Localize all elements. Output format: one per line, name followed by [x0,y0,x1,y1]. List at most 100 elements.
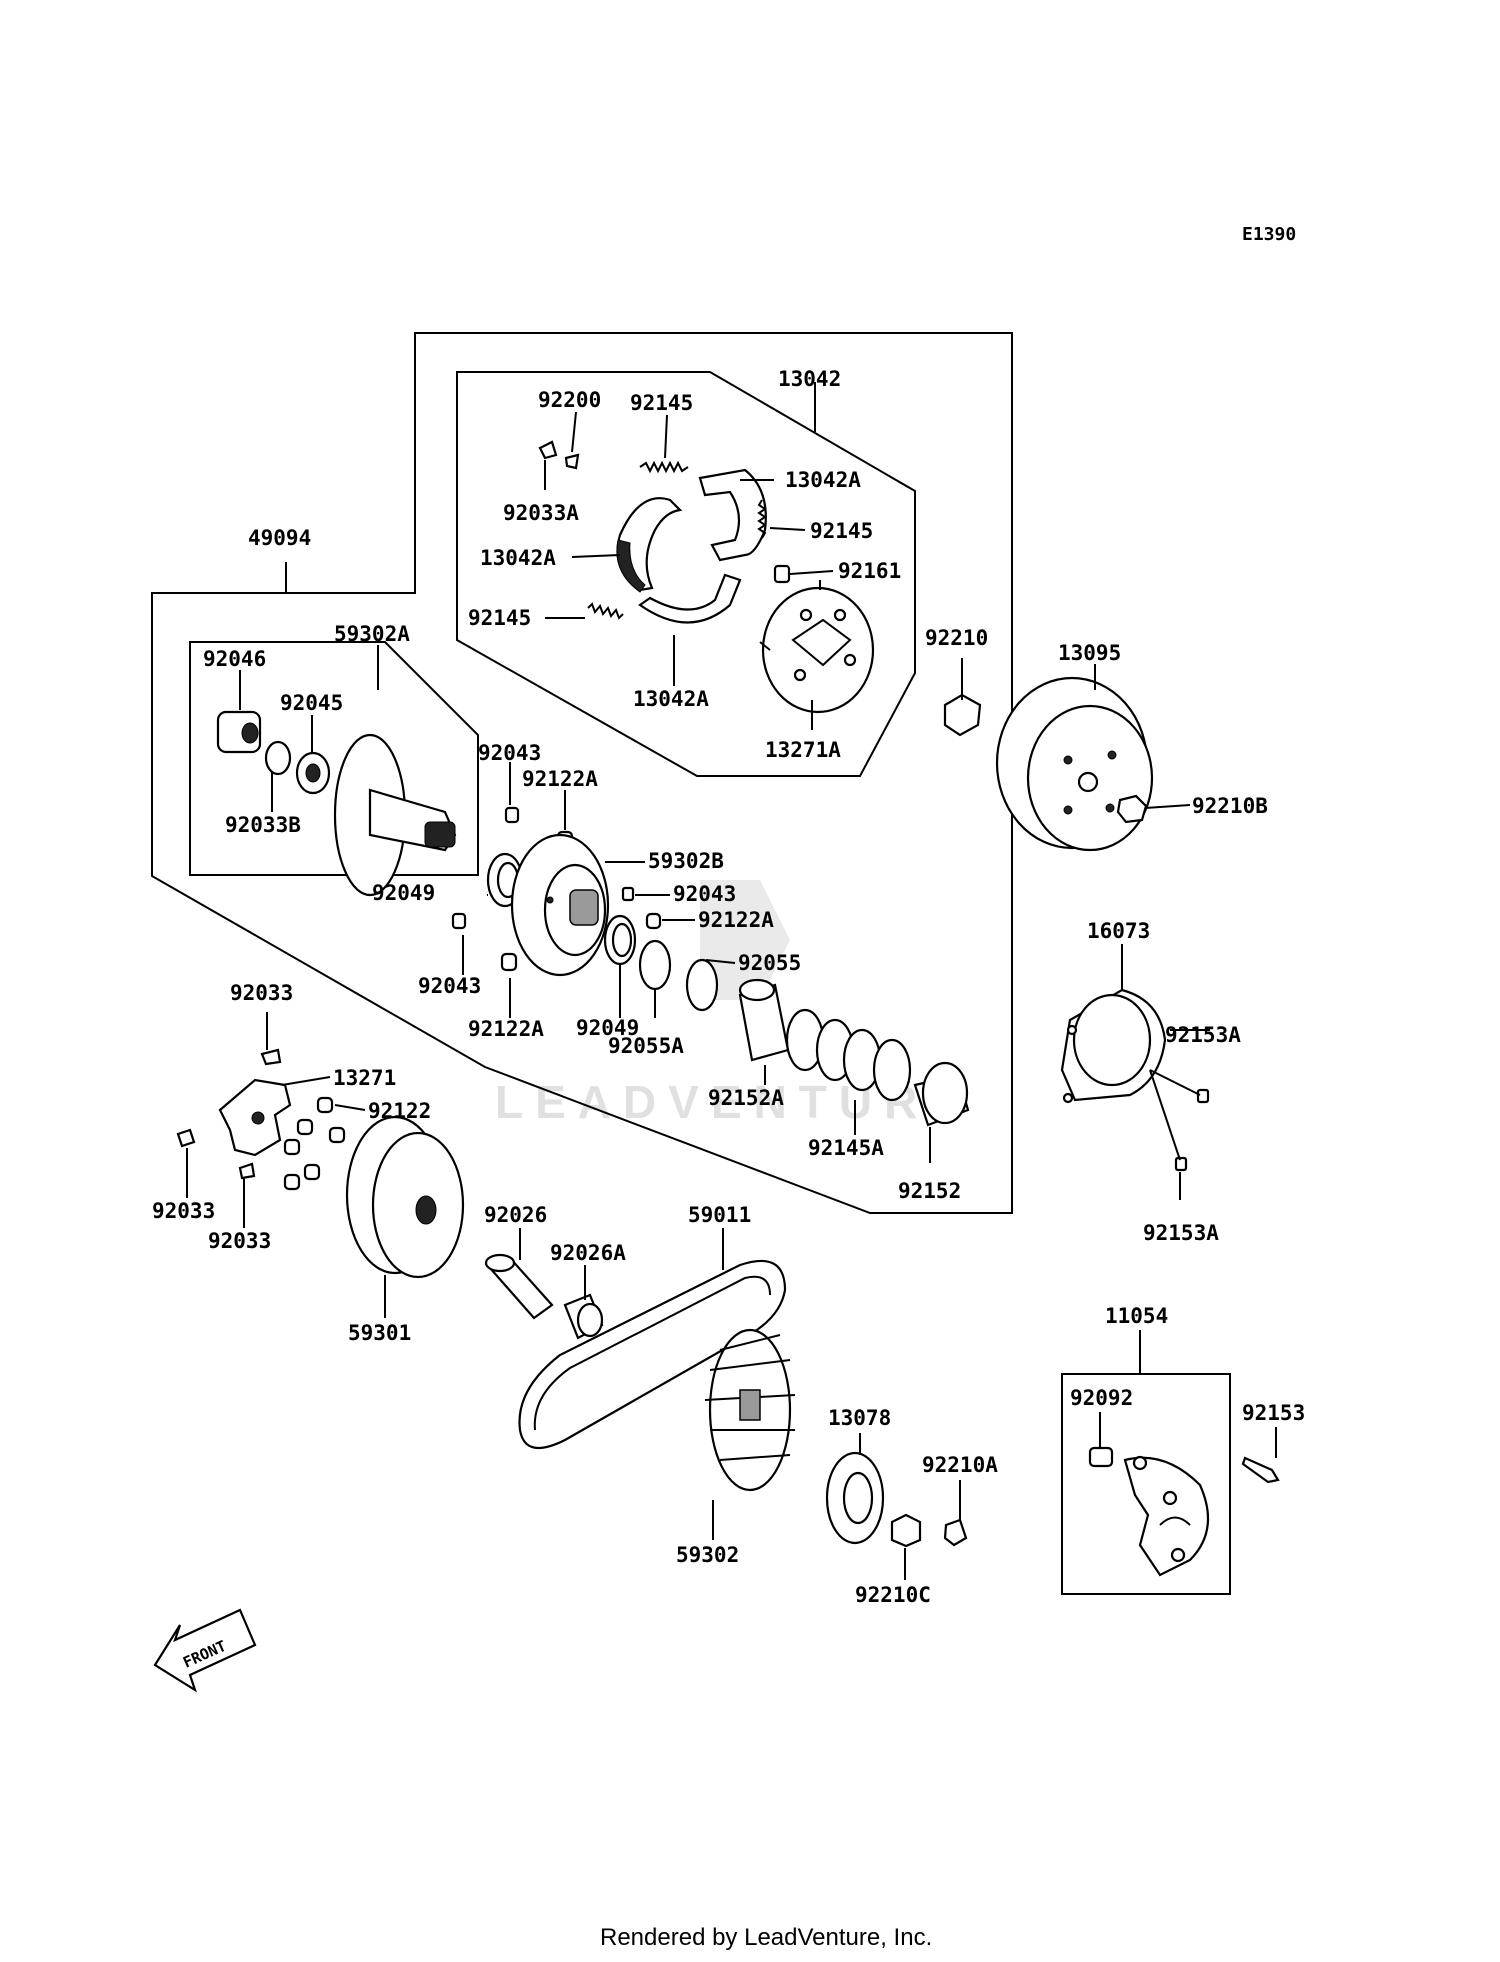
part-label-59011: 59011 [688,1203,751,1227]
part-label-92055: 92055 [738,951,801,975]
bearing-part-92045 [295,751,331,795]
part-label-92161: 92161 [838,559,901,583]
spring-part-92145-top [639,460,689,474]
part-label-92210: 92210 [925,626,988,650]
clip-part-92033B [264,740,292,776]
pin-part-92043-b [621,886,635,902]
part-label-92122A-b: 92122A [698,908,774,932]
cover-part-16073 [1060,988,1167,1104]
collar-part-92092 [1088,1446,1114,1468]
watermark-logo [700,880,790,1000]
drive-belt-59011 [518,1259,787,1450]
pin-part-92043-a [504,806,520,824]
part-label-92145-right: 92145 [810,519,873,543]
pin-part-92043-c [451,912,467,930]
clutch-drum-13095 [995,676,1154,852]
clip-part-92033A [538,440,558,460]
part-label-59301: 59301 [348,1321,411,1345]
part-label-13271A: 13271A [765,738,841,762]
nut-part-92210B [1116,794,1148,824]
part-label-92210B: 92210B [1192,794,1268,818]
part-label-92026A: 92026A [550,1241,626,1265]
roller-part-92122-group [283,1096,346,1191]
part-label-59302A: 59302A [334,622,410,646]
part-label-92092: 92092 [1070,1386,1133,1410]
clutch-shoe-upper-right [698,468,767,562]
spring-part-92145-left [587,602,624,620]
bolt-part-92153 [1241,1456,1280,1484]
bolt-part-92153A-a [1196,1088,1210,1104]
part-label-92145A: 92145A [808,1136,884,1160]
spring-part-92145-right [757,499,767,539]
part-label-92210A: 92210A [922,1453,998,1477]
part-label-92043-b: 92043 [673,882,736,906]
nut-part-92210 [943,693,982,737]
o-ring-part-92055A [638,939,672,991]
slider-part-92033-l1 [176,1128,196,1148]
collar-part-92026 [484,1253,554,1320]
part-label-92033B: 92033B [225,813,301,837]
part-label-92049-a: 92049 [372,881,435,905]
drive-plate-13271A [759,580,875,714]
clutch-shoe-lower [638,573,742,624]
bracket-part-11054 [1123,1455,1210,1577]
front-arrow: FRONT [153,1608,257,1693]
diagram-code: E1390 [1242,224,1296,245]
assembly-13042-outline [456,371,916,777]
driven-face-59302A [333,733,457,897]
part-label-92033-l1: 92033 [152,1199,215,1223]
assembly-11054-outline [1061,1373,1231,1595]
seal-part-92049-b [603,914,637,966]
slider-part-92033-l2 [238,1162,256,1180]
part-label-92043-a: 92043 [478,741,541,765]
part-label-92033-top: 92033 [230,981,293,1005]
roller-part-92122A-b [645,912,662,930]
part-label-11054: 11054 [1105,1304,1168,1328]
part-label-13042A-1: 13042A [785,468,861,492]
part-label-92210C: 92210C [855,1583,931,1607]
fan-part-59302 [704,1328,796,1492]
collar-part-92161 [773,564,791,584]
part-label-13271: 13271 [333,1066,396,1090]
part-label-92045: 92045 [280,691,343,715]
part-label-92145-left: 92145 [468,606,531,630]
plate-part-13078 [825,1451,885,1545]
part-label-13078: 13078 [828,1406,891,1430]
part-label-92122A-c: 92122A [468,1017,544,1041]
bearing-part-92046 [216,710,262,754]
part-label-92145-top: 92145 [630,391,693,415]
bolt-part-92153A-b [1174,1156,1188,1172]
part-label-13042: 13042 [778,367,841,391]
spring-part-92145A [785,1008,912,1102]
part-label-92122: 92122 [368,1099,431,1123]
part-label-13095: 13095 [1058,641,1121,665]
part-label-59302B: 59302B [648,849,724,873]
part-label-92026: 92026 [484,1203,547,1227]
leader-lines [186,382,1277,1580]
pin-part-92200 [564,453,580,470]
o-ring-part-92055 [685,958,719,1012]
part-label-13042A-2: 13042A [480,546,556,570]
assembly-59302A-outline [189,641,479,876]
drive-face-59301 [345,1115,465,1279]
nut-part-92210C [890,1513,922,1548]
part-label-92153A-a: 92153A [1165,1023,1241,1047]
part-label-92152A: 92152A [708,1086,784,1110]
clutch-shoe-left-lining [616,539,646,593]
ramp-plate-13271 [218,1078,292,1157]
part-label-92033-l2: 92033 [208,1229,271,1253]
part-label-92033A: 92033A [503,501,579,525]
part-label-59302: 59302 [676,1543,739,1567]
collar-part-92026A [563,1293,604,1340]
part-label-92055A: 92055A [608,1034,684,1058]
part-label-16073: 16073 [1087,919,1150,943]
slider-part-92033-top [260,1048,282,1066]
footer-credit: Rendered by LeadVenture, Inc. [600,1924,932,1951]
part-label-92043-c: 92043 [418,974,481,998]
part-label-49094: 49094 [248,526,311,550]
part-label-92049-b: 92049 [576,1016,639,1040]
part-label-92046: 92046 [203,647,266,671]
driven-face-59302B [510,833,610,977]
roller-part-92122A-c [500,952,518,972]
